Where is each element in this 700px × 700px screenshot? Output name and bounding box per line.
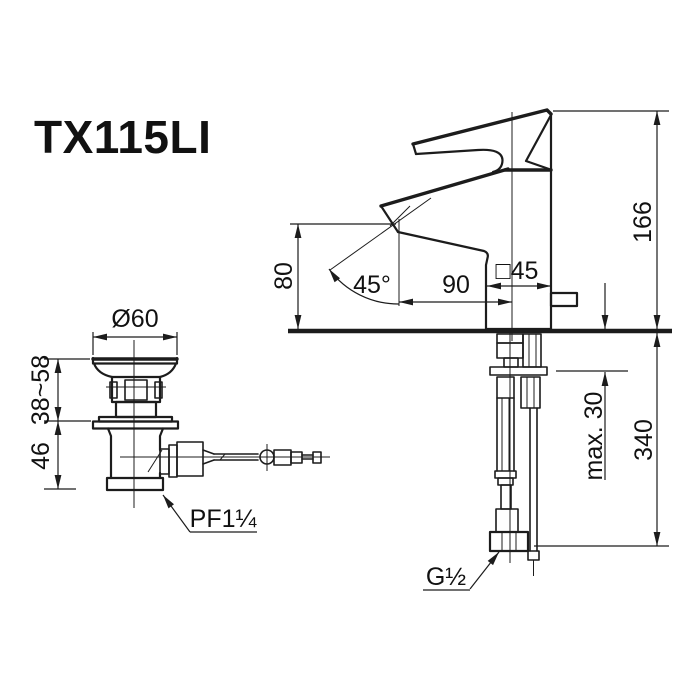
dim-max30-label: max. 30	[580, 392, 608, 481]
dim-90-label: 90	[442, 271, 470, 299]
product-model-title: TX115LI	[34, 111, 211, 163]
drain-bottom-cap	[105, 476, 165, 492]
pop-up-lever-stub	[549, 291, 579, 308]
faucet-body-outline	[379, 108, 579, 331]
dim-340-label: 340	[630, 419, 658, 461]
dimension-deck-thickness: max. 30	[556, 283, 628, 480]
label-drain-thread: PF1¼	[162, 494, 258, 533]
dimension-flange-diameter: Ø60	[92, 305, 178, 355]
dim-166-label: 166	[629, 201, 657, 243]
rod-knurled-nut	[176, 441, 204, 477]
pf-label: PF1¼	[190, 505, 258, 533]
outlet-cross-mark	[389, 205, 411, 227]
dimension-spout-height: 80	[270, 223, 396, 329]
drain-outline	[91, 340, 330, 508]
g-half-label: G½	[426, 563, 466, 591]
supply-hose-and-mounting	[488, 333, 548, 576]
faucet-centerlines	[329, 112, 513, 341]
dimension-overall-height: 166	[553, 110, 669, 329]
braided-hose-section	[496, 376, 515, 399]
dimension-spout-angle: 45°	[328, 268, 400, 305]
dim-45deg-label: 45°	[353, 271, 391, 299]
drain-assembly-view: Ø60 38~58 46 PF1¼	[27, 305, 330, 533]
dim-46-label: 46	[27, 442, 55, 470]
dim-3858-label: 38~58	[27, 355, 55, 425]
dimension-body-height: 46	[27, 421, 76, 490]
dim-80-label: 80	[270, 262, 298, 290]
pop-up-pull-rod	[529, 407, 538, 552]
dimension-body-width: □45	[487, 257, 551, 290]
dim-d60-label: Ø60	[111, 305, 158, 333]
dimension-under-deck-length: 340	[534, 333, 669, 547]
supply-hex-nut	[488, 530, 530, 553]
dim-sq45-label: □45	[496, 257, 539, 285]
faucet-side-view: 80 45° 90 □45 166 max. 30	[270, 108, 672, 591]
dimension-adjustable-height: 38~58	[27, 355, 91, 425]
dimension-spout-reach: 90	[399, 271, 512, 306]
mounting-flange	[489, 366, 548, 376]
label-supply-thread: G½	[423, 551, 500, 591]
